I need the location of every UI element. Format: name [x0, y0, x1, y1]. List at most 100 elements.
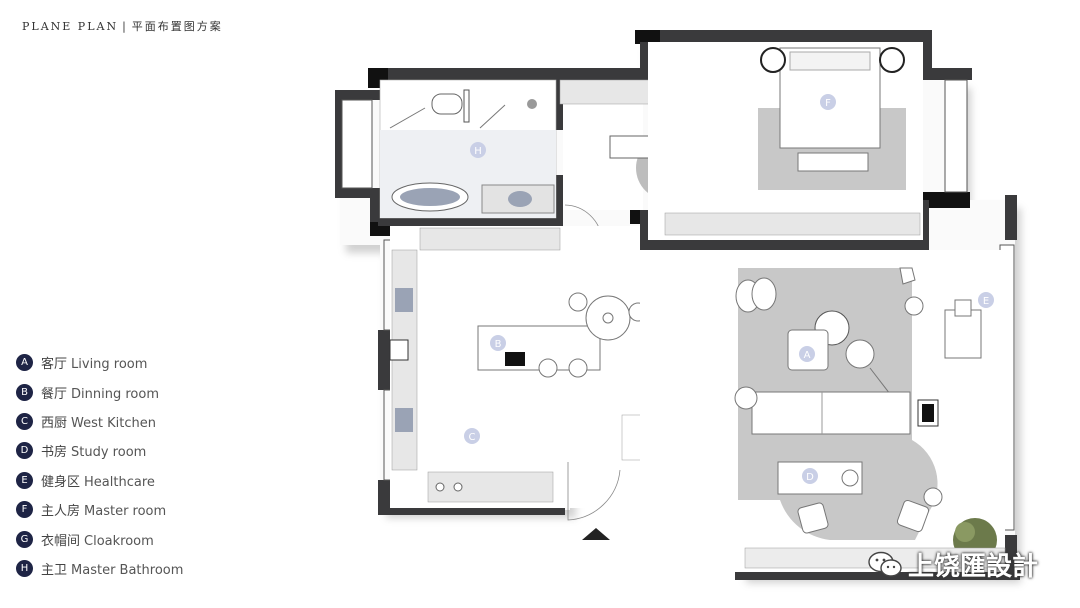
bar-stool — [538, 358, 558, 378]
legend-name-en: Master room — [84, 504, 167, 520]
wall-segment — [555, 175, 563, 240]
wall-segment — [370, 68, 645, 80]
wall-segment — [555, 80, 563, 130]
room-label-d: D — [806, 472, 814, 483]
room-label-h: H — [474, 146, 482, 157]
title-en: PLANE PLAN — [22, 20, 119, 33]
island-appliance — [505, 352, 525, 366]
legend-name-en: Study room — [71, 445, 147, 461]
entry-door-swing — [567, 462, 621, 521]
side-stool — [904, 296, 924, 316]
plant-leaves — [955, 522, 975, 542]
wall-segment — [640, 42, 648, 84]
windows — [341, 79, 1015, 531]
room-label-c: C — [469, 432, 476, 443]
kitchen-island-counter — [427, 471, 554, 503]
dining-table — [585, 295, 631, 341]
toilet-tank — [463, 89, 470, 123]
room-label-badge — [978, 292, 994, 308]
dining-chair — [568, 292, 588, 312]
page-title: PLANE PLAN|平面布置图方案 — [22, 18, 223, 34]
study-chair — [797, 502, 829, 534]
shower-door — [389, 107, 426, 129]
floor-drain — [527, 99, 537, 109]
room-label-f: F — [825, 98, 831, 109]
watermark-text: 上饶匯設計 — [908, 552, 1039, 582]
entry-arrow-icon — [582, 528, 610, 540]
cooktop-burner — [453, 482, 463, 492]
legend-name-cn: 健身区 — [41, 474, 81, 490]
wall-segment — [335, 90, 380, 100]
room-label-b: B — [495, 339, 502, 350]
sofa-side-table — [734, 386, 758, 410]
exercise-machine — [944, 309, 982, 359]
wall-segment — [660, 30, 930, 42]
nightstand-lamp — [879, 47, 905, 73]
room-label-badge — [802, 468, 818, 484]
exercise-seat — [954, 299, 972, 317]
wall-segment — [370, 195, 382, 225]
legend-badge: B — [16, 383, 33, 401]
wall-segment — [1005, 195, 1017, 240]
room-label-badge — [490, 335, 506, 351]
legend-name-cn: 主人房 — [41, 504, 81, 520]
legend-name-cn: 书房 — [41, 445, 68, 461]
wall-column — [635, 30, 665, 44]
wall-segment — [378, 505, 558, 515]
tv-screen — [922, 404, 934, 422]
master-room: F — [648, 42, 923, 240]
legend-badge: D — [16, 442, 33, 460]
decor-piece — [899, 267, 916, 285]
wall-segment — [735, 570, 1020, 580]
cooktop-burner — [435, 482, 445, 492]
legend-badge: H — [16, 559, 33, 577]
wechat-icon — [868, 551, 902, 579]
window — [944, 79, 968, 193]
legend-name-en: Healthcare — [84, 474, 155, 490]
wall-segment — [335, 188, 380, 198]
legend-name-cn: 主卫 — [41, 562, 68, 578]
room-label-badge — [470, 142, 486, 158]
bathroom: H — [379, 79, 557, 219]
legend-name-en: West Kitchen — [71, 415, 156, 431]
legend-name-en: Dinning room — [71, 386, 159, 402]
kitchen-sink — [395, 408, 413, 432]
kitchen-cabinet — [419, 227, 561, 251]
study-desk — [777, 461, 863, 495]
glass-door — [479, 104, 506, 129]
kitchen-dining: B C — [389, 226, 685, 540]
legend-name-en: Master Bathroom — [71, 562, 184, 578]
legend-name-en: Cloakroom — [84, 533, 154, 549]
window — [341, 99, 373, 189]
wall-segment — [640, 210, 650, 250]
bar-stool — [568, 358, 588, 378]
watermark: 上饶匯設計 — [868, 546, 1038, 583]
wall-segment — [640, 240, 925, 250]
table-center — [602, 312, 614, 324]
desk-item — [841, 469, 859, 487]
title-cn: 平面布置图方案 — [131, 20, 223, 33]
side-stool — [923, 487, 943, 507]
room-label-badge — [799, 346, 815, 362]
room-label-badge — [820, 94, 836, 110]
legend-name-en: Living room — [71, 357, 148, 373]
toilet — [431, 93, 463, 115]
sofa — [751, 391, 911, 435]
bathtub-basin — [400, 188, 460, 206]
wall-segment — [335, 90, 345, 190]
bench — [797, 152, 869, 172]
legend-badge: A — [16, 354, 33, 372]
legend-badge: F — [16, 501, 33, 519]
wall-segment — [920, 68, 972, 80]
legend-name-cn: 客厅 — [41, 357, 68, 373]
side-table — [845, 339, 875, 369]
legend-name-cn: 餐厅 — [41, 386, 68, 402]
legend-name-cn: 衣帽间 — [41, 533, 81, 549]
legend-badge: C — [16, 412, 33, 430]
